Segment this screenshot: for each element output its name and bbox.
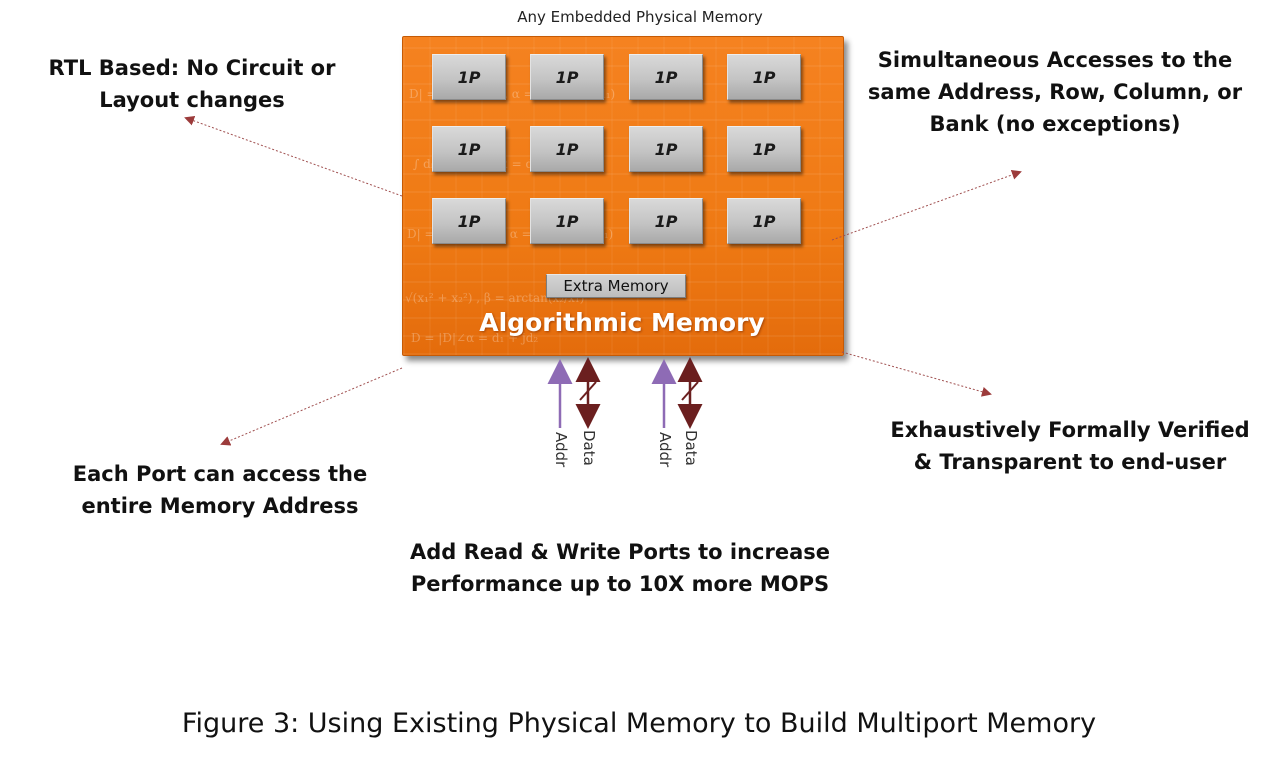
addr-label-2: Addr — [656, 432, 674, 468]
data-bus-slash-2 — [681, 381, 699, 401]
memory-cell-1p: 1P — [629, 198, 703, 244]
pointer-line-rtl — [184, 116, 403, 197]
annotation-line: Exhaustively Formally Verified — [890, 418, 1250, 442]
memory-cell-1p: 1P — [530, 198, 604, 244]
annotation-line: entire Memory Address — [81, 494, 359, 518]
annotation-line: same Address, Row, Column, or — [867, 80, 1243, 104]
pointer-line-simultaneous — [831, 170, 1022, 241]
figure-caption: Figure 3: Using Existing Physical Memory… — [181, 708, 1097, 739]
memory-cell-1p: 1P — [530, 126, 604, 172]
top-caption: Any Embedded Physical Memory — [517, 8, 763, 26]
memory-cell-1p: 1P — [432, 54, 506, 100]
annotation-line: Each Port can access the — [72, 462, 368, 486]
addr-label-1: Addr — [552, 432, 570, 468]
annotation-simultaneous-access: Simultaneous Accesses to the same Addres… — [840, 44, 1270, 140]
background-formula: √(x₁² + x₂²) , β = arctan(x₂/x₁) — [405, 291, 585, 305]
extra-memory-block: Extra Memory — [546, 274, 686, 298]
pointer-line-verified — [841, 351, 992, 397]
annotation-line: & Transparent to end-user — [913, 450, 1227, 474]
annotation-add-ports: Add Read & Write Ports to increase Perfo… — [350, 536, 890, 600]
annotation-line: Simultaneous Accesses to the — [877, 48, 1233, 72]
memory-cell-1p: 1P — [530, 54, 604, 100]
memory-cell-1p: 1P — [432, 198, 506, 244]
memory-cell-1p: 1P — [727, 126, 801, 172]
data-label-2: Data — [682, 430, 700, 466]
annotation-line: Performance up to 10X more MOPS — [410, 572, 830, 596]
annotation-formally-verified: Exhaustively Formally Verified & Transpa… — [860, 414, 1278, 478]
memory-cell-1p: 1P — [629, 54, 703, 100]
memory-title: Algorithmic Memory — [479, 308, 765, 337]
memory-cell-1p: 1P — [727, 54, 801, 100]
memory-cell-1p: 1P — [727, 198, 801, 244]
annotation-line: Bank (no exceptions) — [929, 112, 1181, 136]
data-bus-slash-1 — [579, 381, 597, 401]
memory-cell-1p: 1P — [432, 126, 506, 172]
data-label-1: Data — [580, 430, 598, 466]
background-formula: D = |D|∠α = d₁ + jd₂ — [411, 331, 539, 345]
annotation-each-port: Each Port can access the entire Memory A… — [40, 458, 400, 522]
annotation-line: Layout changes — [99, 88, 285, 112]
annotation-line: Add Read & Write Ports to increase — [409, 540, 831, 564]
memory-cell-1p: 1P — [629, 126, 703, 172]
pointer-line-each-port — [220, 367, 403, 446]
annotation-rtl-based: RTL Based: No Circuit or Layout changes — [12, 52, 372, 116]
annotation-line: RTL Based: No Circuit or — [48, 56, 336, 80]
